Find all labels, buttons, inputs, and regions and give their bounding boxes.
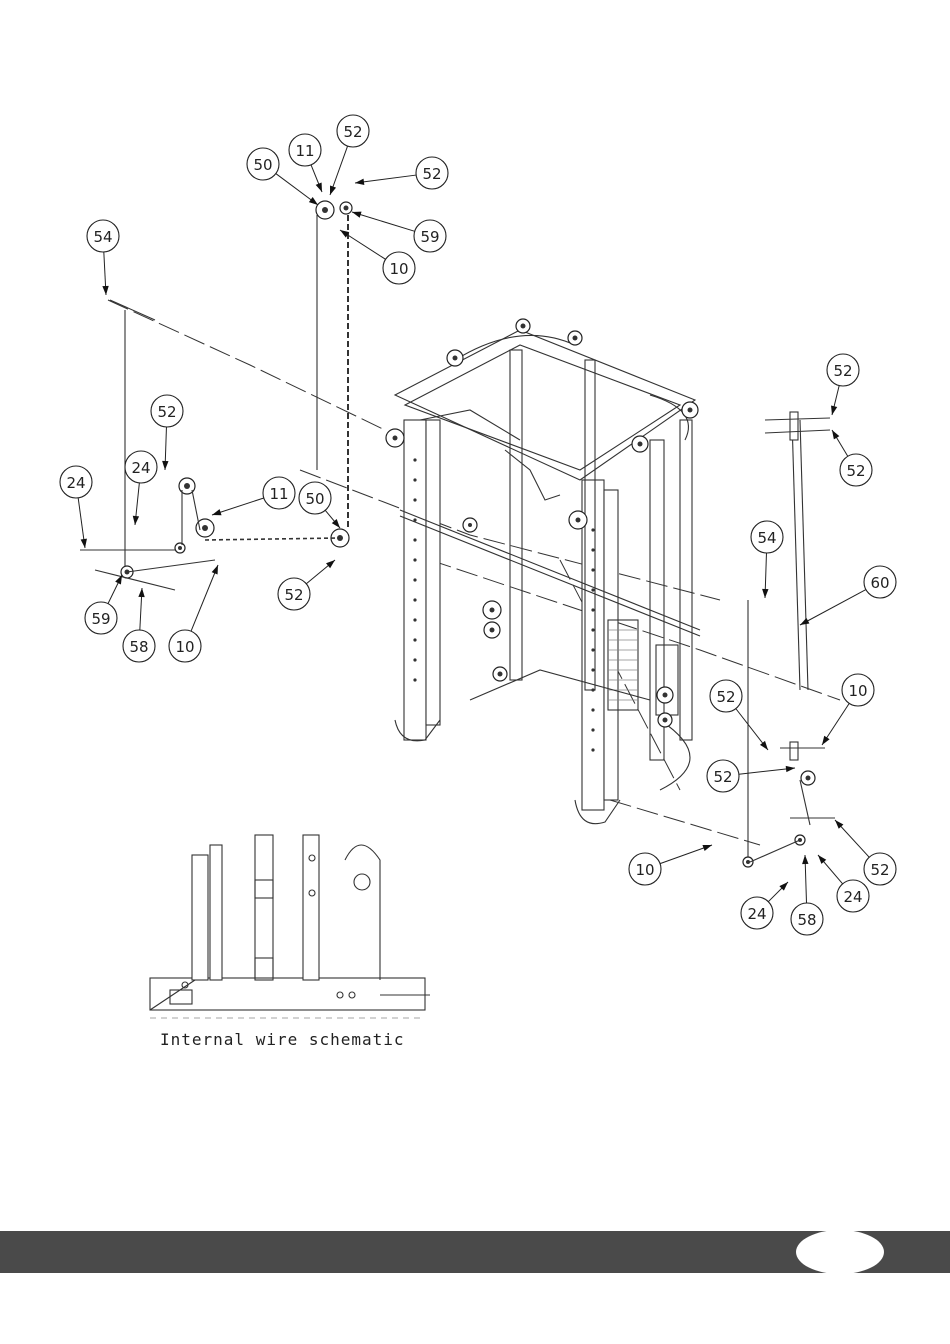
part-callout: 52 xyxy=(864,853,896,885)
part-callout: 52 xyxy=(840,454,872,486)
callout-number: 10 xyxy=(848,682,867,700)
leader-line xyxy=(191,565,218,631)
leader-arrowhead xyxy=(326,560,335,568)
leader-line xyxy=(352,212,415,231)
leader-arrowhead xyxy=(800,618,809,625)
part-callout: 54 xyxy=(751,521,783,553)
part-callout: 24 xyxy=(837,880,869,912)
part-callout: 52 xyxy=(278,578,310,610)
leader-arrowhead xyxy=(212,565,218,575)
callout-number: 52 xyxy=(716,688,735,706)
part-callout: 11 xyxy=(289,134,321,166)
internal-wire-schematic xyxy=(150,835,430,1018)
part-callout: 52 xyxy=(827,354,859,386)
callout-number: 11 xyxy=(269,485,288,503)
machine-frame xyxy=(386,319,700,824)
callout-number: 10 xyxy=(175,638,194,656)
leader-arrowhead xyxy=(822,736,830,745)
callout-number: 24 xyxy=(66,474,85,492)
callout-number: 60 xyxy=(870,574,889,592)
part-callout: 50 xyxy=(299,482,331,514)
callout-number: 10 xyxy=(635,861,654,879)
callout-number: 58 xyxy=(797,911,816,929)
leader-arrowhead xyxy=(702,845,712,851)
part-callout: 50 xyxy=(247,148,279,180)
leader-arrowhead xyxy=(786,766,795,772)
part-callout: 10 xyxy=(842,674,874,706)
leader-line xyxy=(800,590,866,625)
callout-number: 52 xyxy=(846,462,865,480)
part-callout: 10 xyxy=(629,853,661,885)
leader-arrowhead xyxy=(330,185,336,195)
schematic-caption: Internal wire schematic xyxy=(160,1030,405,1049)
leader-arrowhead xyxy=(81,539,87,548)
part-callout: 52 xyxy=(416,157,448,189)
callout-number: 24 xyxy=(843,888,862,906)
leader-arrowhead xyxy=(102,286,108,295)
part-callout: 58 xyxy=(791,903,823,935)
part-callout: 24 xyxy=(741,897,773,929)
callout-number: 24 xyxy=(131,459,150,477)
callout-number: 59 xyxy=(91,610,110,628)
callout-number: 24 xyxy=(747,905,766,923)
callout-number: 50 xyxy=(253,156,272,174)
leader-arrowhead xyxy=(133,516,139,525)
leader-line xyxy=(355,175,416,183)
leader-arrowhead xyxy=(162,461,168,470)
callout-number: 54 xyxy=(757,529,776,547)
leader-arrowhead xyxy=(352,212,362,218)
callout-number: 52 xyxy=(713,768,732,786)
part-callout: 52 xyxy=(151,395,183,427)
callout-number: 59 xyxy=(420,228,439,246)
leader-arrowhead xyxy=(762,589,768,598)
part-callout: 52 xyxy=(337,115,369,147)
callouts: 52 11 50 52 59 10 54 52 24 24 11 50 52 59 58 10 52 52 54 60… xyxy=(60,115,896,935)
leader-arrowhead xyxy=(212,509,222,515)
leader-arrowhead xyxy=(760,741,768,750)
part-callout: 24 xyxy=(60,466,92,498)
leader-arrowhead xyxy=(355,179,364,185)
part-callout: 59 xyxy=(414,220,446,252)
callout-number: 52 xyxy=(422,165,441,183)
callout-number: 58 xyxy=(129,638,148,656)
page-number-badge xyxy=(796,1230,884,1274)
callout-number: 54 xyxy=(93,228,112,246)
callout-number: 10 xyxy=(389,260,408,278)
part-callout: 59 xyxy=(85,602,117,634)
part-callout: 10 xyxy=(169,630,201,662)
callout-number: 52 xyxy=(833,362,852,380)
part-callout: 54 xyxy=(87,220,119,252)
leader-arrowhead xyxy=(831,405,837,415)
part-callout: 60 xyxy=(864,566,896,598)
leader-arrowhead xyxy=(316,182,322,192)
leader-arrowhead xyxy=(138,588,144,597)
top-pulley-assembly xyxy=(110,201,352,570)
callout-number: 11 xyxy=(295,142,314,160)
callout-number: 50 xyxy=(305,490,324,508)
callout-number: 52 xyxy=(284,586,303,604)
right-pulley-assembly xyxy=(743,412,835,867)
part-callout: 52 xyxy=(707,760,739,792)
part-callout: 11 xyxy=(263,477,295,509)
part-callout: 24 xyxy=(125,451,157,483)
leader-arrowhead xyxy=(802,855,808,864)
callout-number: 52 xyxy=(157,403,176,421)
leader-arrowhead xyxy=(832,430,839,439)
part-callout: 52 xyxy=(710,680,742,712)
part-callout: 10 xyxy=(383,252,415,284)
callout-number: 52 xyxy=(343,123,362,141)
leader-arrowhead xyxy=(309,197,318,205)
callout-number: 52 xyxy=(870,861,889,879)
part-callout: 58 xyxy=(123,630,155,662)
